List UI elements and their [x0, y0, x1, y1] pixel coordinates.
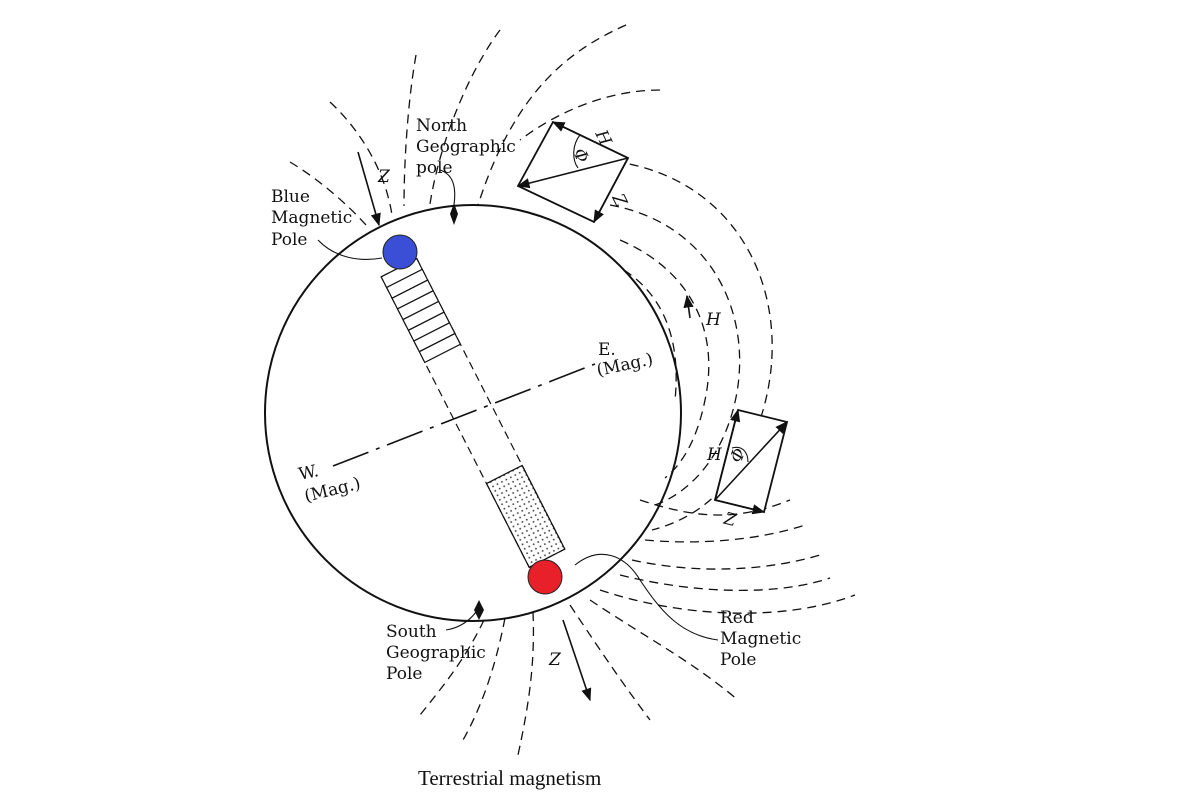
z-label-south: Z — [548, 650, 562, 670]
svg-text:North: North — [416, 116, 467, 136]
svg-text:W.: W. — [297, 461, 321, 485]
north-geographic-pole-label: North Geographic pole — [416, 116, 516, 178]
svg-text:Blue: Blue — [271, 187, 310, 207]
svg-text:Geographic: Geographic — [386, 643, 486, 663]
svg-text:pole: pole — [416, 158, 453, 178]
south-geo-leader — [445, 611, 477, 631]
svg-text:Pole: Pole — [271, 230, 307, 250]
south-geographic-pole-label: South Geographic Pole — [386, 622, 486, 684]
red-magnetic-pole — [527, 559, 563, 595]
magnet-dotted-end — [485, 464, 566, 569]
north-geo-leader — [439, 169, 456, 206]
h-label-lower: H — [706, 445, 723, 465]
svg-text:E.: E. — [598, 340, 616, 360]
h-arrow-field — [683, 294, 694, 319]
south-geographic-pole-marker — [474, 600, 484, 620]
blue-magnetic-pole — [382, 234, 418, 270]
figure-caption: Terrestrial magnetism — [418, 766, 601, 790]
blue-pole-leader — [317, 239, 383, 260]
z-arrow-north — [357, 151, 381, 227]
lower-vector-box — [713, 408, 789, 515]
h-label-field: H — [705, 310, 722, 330]
z-arrow-south — [562, 619, 592, 702]
svg-text:Geographic: Geographic — [416, 137, 516, 157]
svg-text:Red: Red — [720, 608, 754, 628]
z-label-north: Z — [377, 167, 391, 187]
field-lines — [289, 24, 856, 756]
svg-text:Pole: Pole — [720, 650, 756, 670]
red-magnetic-pole-label: Red Magnetic Pole — [720, 608, 801, 670]
north-geographic-pole-marker — [450, 203, 458, 225]
magnetic-equator-axis — [332, 363, 596, 467]
red-pole-leader — [574, 553, 719, 641]
z-label-lower: Z — [721, 509, 739, 532]
blue-magnetic-pole-label: Blue Magnetic Pole — [271, 187, 352, 250]
upper-vector-box — [516, 120, 630, 224]
magnet-striped-end — [380, 257, 462, 364]
phi-label-lower: Φ — [726, 445, 750, 465]
svg-text:South: South — [386, 622, 437, 642]
svg-text:Magnetic: Magnetic — [720, 629, 801, 649]
svg-text:Magnetic: Magnetic — [271, 208, 352, 228]
bar-magnet — [380, 257, 566, 569]
z-label-upper: Z — [607, 190, 631, 211]
svg-text:Pole: Pole — [386, 664, 422, 684]
